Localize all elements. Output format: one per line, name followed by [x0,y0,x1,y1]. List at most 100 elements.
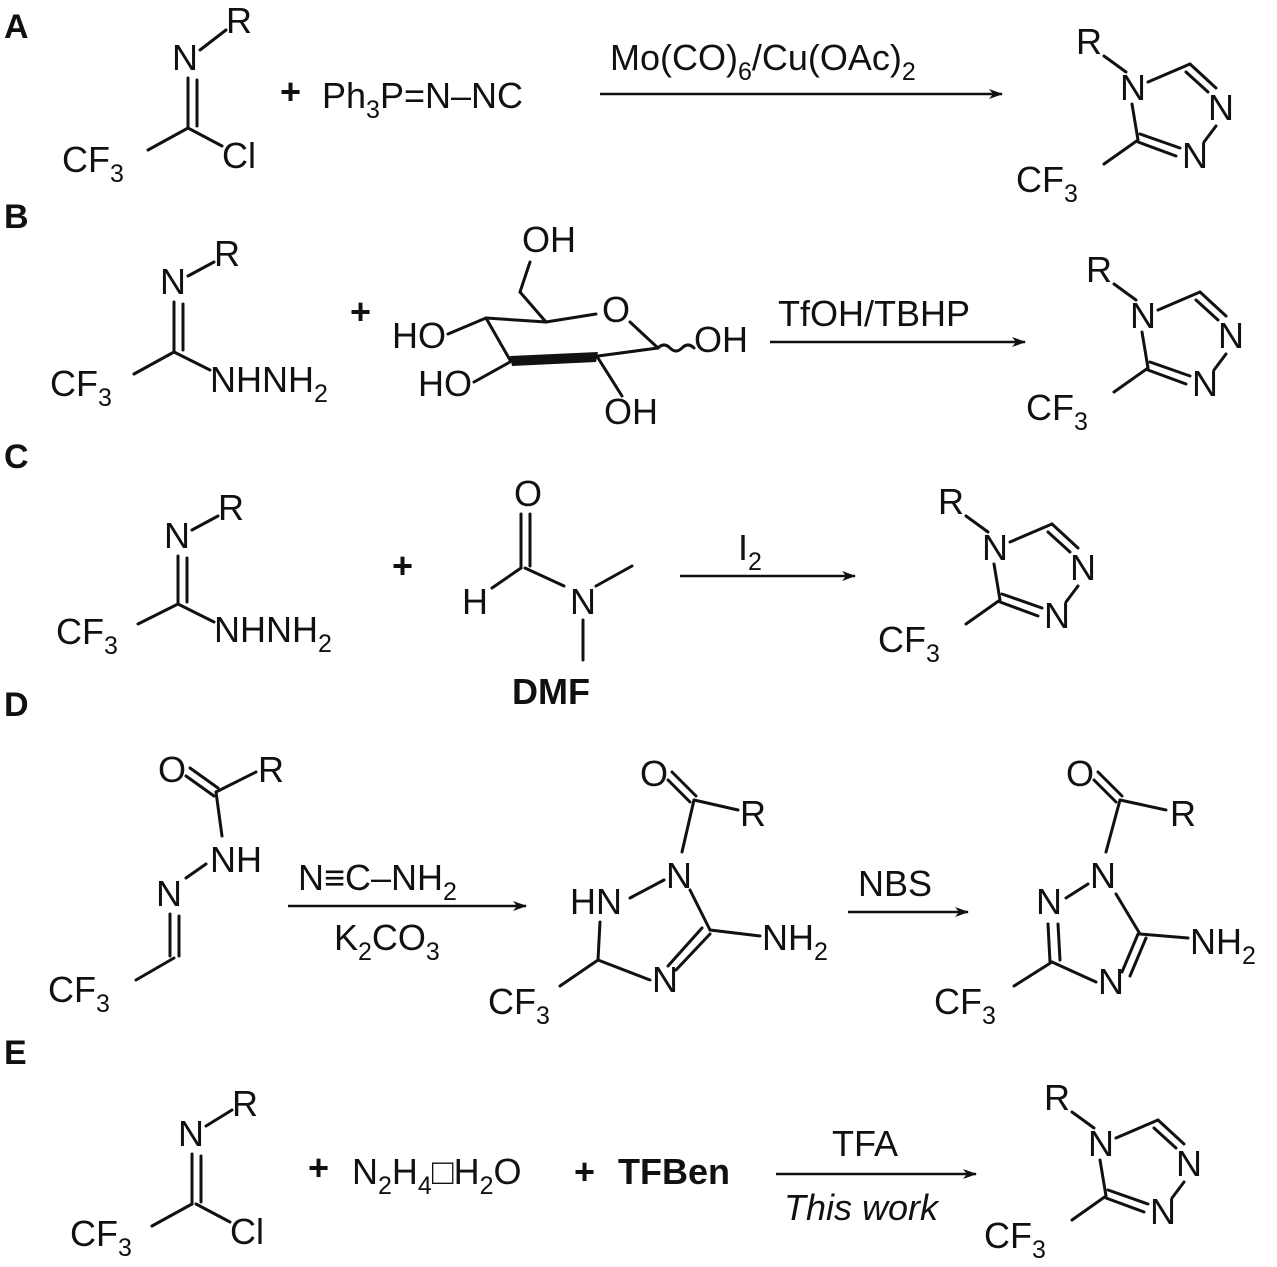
hydrazone-d: O R NH N CF3 [48,749,284,1018]
ho-bottom: HO [418,363,472,404]
atom-n1: N [1208,87,1234,128]
amidrazone-c: N R CF3 NHNH2 [56,487,332,660]
glucose-structure: OH O HO OH HO OH [392,219,748,432]
atom-n4: N [1130,295,1156,336]
hn-label: HN [570,881,622,922]
atom-n1: N [1176,1143,1202,1184]
hydrazine-hydrate: N2H4□H2O [352,1151,521,1200]
cf3-label: CF3 [48,969,110,1018]
amino-label: NH2 [762,917,828,966]
plus-sign: + [392,545,413,586]
conditions-b: TfOH/TBHP [778,293,970,334]
cf3-label: CF3 [488,981,550,1030]
atom-n: N [652,959,678,1000]
plus-sign: + [350,291,371,332]
atom-n2: N [1044,595,1070,636]
atom-n1: N [1070,547,1096,588]
panel-letter-a: A [4,8,29,46]
atom-r: R [1170,793,1196,834]
atom-r: R [232,1083,258,1124]
triazole-product-b: R N N N CF3 [1026,249,1244,436]
cyanamide-reagent: N≡C–NH2 [298,857,457,906]
hydrazinyl-label: NHNH2 [210,359,328,408]
dmf-name: DMF [512,671,590,712]
plus-sign-2: + [574,1151,595,1192]
atom-r: R [740,793,766,834]
atom-n: N [160,261,186,302]
oh-bottom: OH [604,391,658,432]
cf3-label: CF3 [1026,387,1088,436]
conditions-d2: NBS [858,863,932,904]
cf3-label: CF3 [56,611,118,660]
atom-cl: Cl [230,1211,264,1252]
atom-n1: N [1218,315,1244,356]
atom-n1: N [1090,855,1116,896]
panel-d: D O R NH N CF3 N≡C–NH2 K2CO3 O R N [4,686,1256,1030]
atom-n4: N [982,527,1008,568]
amidrazone-b: N R CF3 NHNH2 [50,233,328,412]
atom-o: O [158,749,186,790]
atom-r: R [1044,1077,1070,1118]
atom-n: N [570,581,596,622]
panel-letter-d: D [4,686,29,724]
panel-letter-e: E [4,1034,27,1072]
plus-sign-1: + [308,1147,329,1188]
atom-r: R [214,233,240,274]
atom-n: N [1098,961,1124,1002]
atom-cl: Cl [222,135,256,176]
ho-left: HO [392,315,446,356]
plus-sign: + [280,71,301,112]
atom-n2: N [1150,1191,1176,1232]
panel-b: B N R CF3 NHNH2 + OH O HO [4,198,1244,436]
atom-o: O [640,753,668,794]
triazoline-intermediate: O R N HN N NH2 CF3 [488,753,828,1030]
atom-n: N [156,873,182,914]
cf3-label: CF3 [50,363,112,412]
atom-n2: N [1192,363,1218,404]
ring-oxygen: O [602,289,630,330]
cf3-label: CF3 [1016,159,1078,208]
atom-n: N [172,37,198,78]
atom-o: O [1066,753,1094,794]
base-reagent: K2CO3 [334,917,440,966]
atom-r: R [938,481,964,522]
hydrazinyl-label: NHNH2 [214,609,332,658]
atom-n4: N [1088,1123,1114,1164]
atom-n2: N [1182,135,1208,176]
oh-top: OH [522,219,576,260]
panel-letter-c: C [4,438,29,476]
atom-n: N [164,515,190,556]
atom-n: N [178,1113,204,1154]
triazole-product-a: R N N N CF3 [1016,21,1234,208]
panel-letter-b: B [4,198,29,236]
panel-e: E N R CF3 Cl + N2H4□H2O + TFBen TFA This… [4,1034,1202,1264]
atom-r: R [1076,21,1102,62]
panel-c: C N R CF3 NHNH2 + O H N DMF I2 [4,438,1096,712]
atom-o: O [514,473,542,514]
conditions-a: Mo(CO)6/Cu(OAc)2 [610,37,916,86]
triazole-product-c: R N N N CF3 [878,481,1096,668]
atom-n2: N [1036,881,1062,922]
nh-label: NH [210,839,262,880]
cf3-label: CF3 [934,981,996,1030]
atom-r: R [218,487,244,528]
imidoyl-chloride-a: N R CF3 Cl [62,0,256,188]
triazole-product-e: R N N N CF3 [984,1077,1202,1264]
cf3-label: CF3 [984,1215,1046,1264]
conditions-e-bottom: This work [784,1187,940,1228]
amino-label: NH2 [1190,921,1256,970]
conditions-e-top: TFA [832,1123,898,1164]
atom-r: R [1086,249,1112,290]
ring-bold-edge [510,352,598,366]
cf3-label: CF3 [878,619,940,668]
aminotriazole-product-d: O R N N N NH2 CF3 [934,753,1256,1030]
oh-right: OH [694,319,748,360]
atom-h: H [462,581,488,622]
atom-n1: N [666,855,692,896]
imidoyl-chloride-e: N R CF3 Cl [70,1083,264,1262]
tfben-reagent: TFBen [618,1151,730,1192]
atom-r: R [226,0,252,41]
cf3-label: CF3 [70,1213,132,1262]
panel-a: A N R CF3 Cl + Ph3P=N–NC Mo(CO)6/Cu(OAc)… [4,0,1234,208]
cf3-label: CF3 [62,139,124,188]
